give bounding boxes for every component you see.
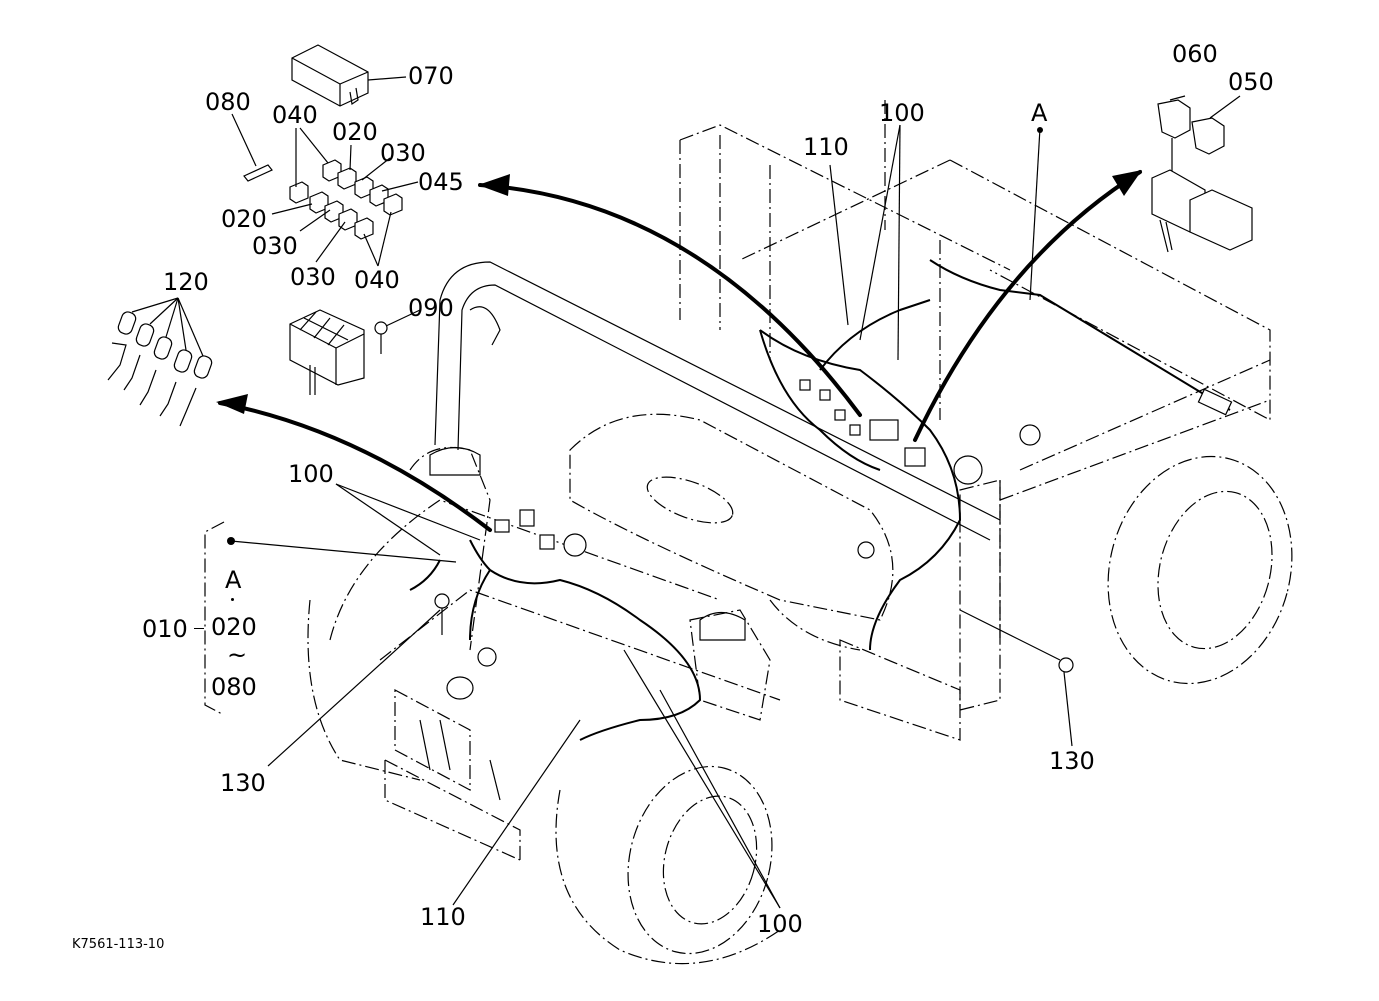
callout-030-top: 030 xyxy=(380,139,426,167)
callout-130-right: 130 xyxy=(1049,747,1095,775)
callout-070: 070 xyxy=(408,62,454,90)
callout-080: 080 xyxy=(205,88,251,116)
figure-code: K7561-113-10 xyxy=(72,937,165,952)
callout-030-left: 030 xyxy=(252,232,298,260)
callout-030-bottom: 030 xyxy=(290,263,336,291)
callout-050: 050 xyxy=(1228,68,1274,96)
assembly-range-start: 020 xyxy=(211,613,257,641)
assembly-ref-A: A xyxy=(225,566,242,594)
callout-020-left: 020 xyxy=(221,205,267,233)
callout-100-top: 100 xyxy=(879,99,925,127)
assembly-part-010: 010 xyxy=(142,615,188,643)
bulbs-part-120 xyxy=(107,297,213,427)
callout-100-left: 100 xyxy=(288,460,334,488)
callout-110-bottom: 110 xyxy=(420,903,466,931)
fuse-box-cover-part-070 xyxy=(291,44,407,107)
callout-A-top: A xyxy=(1031,99,1048,127)
callout-020-top: 020 xyxy=(332,118,378,146)
callout-090: 090 xyxy=(408,294,454,322)
leader-lines xyxy=(204,124,1074,909)
callout-100-bottom: 100 xyxy=(757,910,803,938)
relay-box-part-090 xyxy=(289,309,421,395)
callout-120: 120 xyxy=(163,268,209,296)
fuse-cluster xyxy=(271,127,419,267)
assembly-tick xyxy=(194,628,204,629)
arrow-head-to-bulbs xyxy=(216,394,248,414)
fuse-puller-part-080 xyxy=(231,113,273,182)
assembly-ref-dot xyxy=(231,598,234,601)
relays-part-050-060 xyxy=(1151,95,1253,253)
callout-040-top: 040 xyxy=(272,101,318,129)
detail-arrows xyxy=(216,170,1142,532)
callout-110-top: 110 xyxy=(803,133,849,161)
callout-045: 045 xyxy=(418,168,464,196)
callout-130-left: 130 xyxy=(220,769,266,797)
callout-040-bottom: 040 xyxy=(354,266,400,294)
assembly-range-end: 080 xyxy=(211,673,257,701)
arrow-head-to-relays xyxy=(1112,170,1142,196)
callout-060: 060 xyxy=(1172,40,1218,68)
wiring-harness xyxy=(409,259,1233,741)
assembly-range-sep: ~ xyxy=(227,641,248,669)
arrow-head-to-fuse-box xyxy=(478,174,510,196)
vehicle-body xyxy=(307,100,1293,965)
